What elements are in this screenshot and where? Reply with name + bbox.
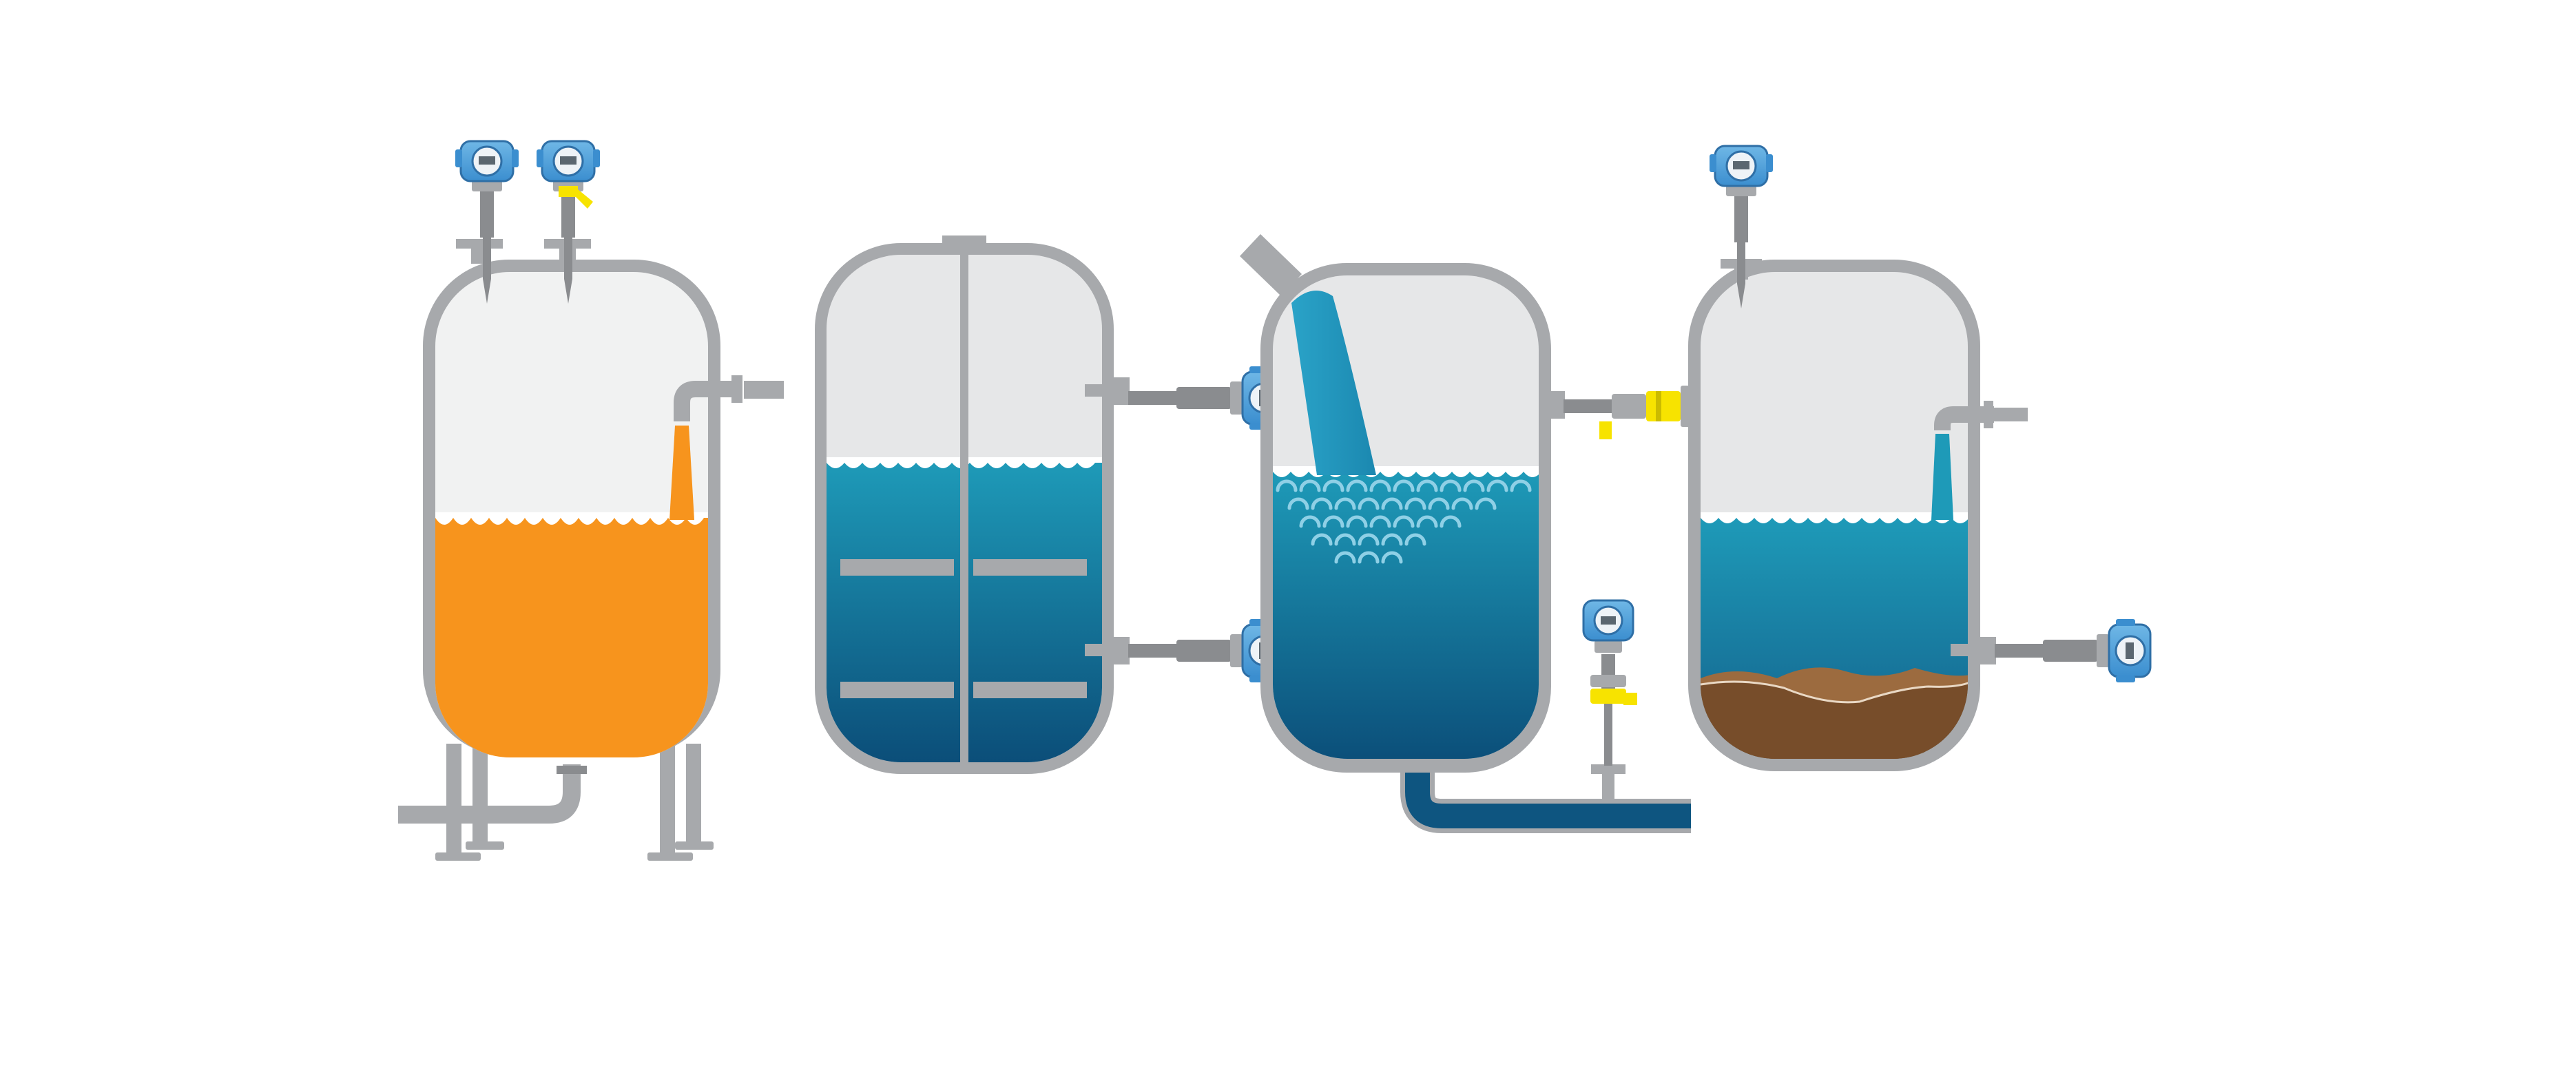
level-transmitter-icon	[1993, 618, 2152, 684]
foam-bubble	[1358, 497, 1380, 510]
foam-bubble	[1334, 551, 1356, 564]
foam-bubble	[1276, 479, 1298, 492]
foam-bubble	[1358, 533, 1380, 546]
foam-bubble	[1475, 497, 1497, 510]
foam-bubble	[1381, 497, 1403, 510]
foam-bubble	[1322, 515, 1344, 528]
foam-bubble	[1346, 515, 1368, 528]
tank-1-orange-vessel	[398, 140, 784, 861]
foam-bubble	[1287, 497, 1309, 510]
foam-bubble	[1404, 497, 1426, 510]
foam-bubble	[1510, 479, 1532, 492]
foam-bubble	[1440, 479, 1462, 492]
tank-3-inflow-stream	[1291, 291, 1376, 475]
tank-1-legs	[435, 744, 714, 861]
foam-bubble	[1440, 515, 1462, 528]
foam-bubble	[1393, 515, 1415, 528]
foam-bubble	[1299, 479, 1321, 492]
tank-3-side-nozzle-upper	[1544, 391, 1565, 419]
tank-2-agitator-paddle	[973, 682, 1087, 698]
foam-bubble	[1428, 497, 1450, 510]
tank-2-agitated-vessel	[815, 235, 1285, 774]
tank-1-bottom-outlet-pipe	[398, 764, 587, 824]
tank-2-agitator-paddle	[973, 559, 1087, 576]
level-transmitter-icon	[454, 140, 520, 304]
foam-bubble	[1322, 479, 1344, 492]
foam-bubble	[1334, 497, 1356, 510]
foam-bubble	[1463, 479, 1485, 492]
foam-bubble	[1404, 533, 1426, 546]
foam-bubble	[1311, 497, 1333, 510]
foam-bubble	[1486, 479, 1508, 492]
tank-2-side-nozzle-upper	[1085, 377, 1130, 405]
tank-4-side-nozzle-lower	[1951, 637, 1996, 664]
tank-3-inflow-vessel	[1240, 234, 1732, 833]
tank-3-inflow-chute	[1240, 234, 1302, 296]
level-transmitter-icon	[1708, 145, 1774, 308]
tank-4-sediment-vessel	[1688, 145, 2152, 771]
level-transmitter-icon	[535, 140, 601, 304]
foam-bubble	[1369, 515, 1391, 528]
tank-3-bottom-outlet-pipe	[1400, 751, 1691, 833]
foam-bubble	[1358, 551, 1380, 564]
tank-2-side-nozzle-lower	[1085, 637, 1130, 664]
tank-2-agitator-paddle	[840, 682, 954, 698]
tank-3-foam-bubbles	[1276, 479, 1532, 564]
foam-bubble	[1311, 533, 1333, 546]
foam-bubble	[1416, 479, 1438, 492]
tank-3-pipe-nozzle	[1591, 764, 1625, 802]
foam-bubble	[1369, 479, 1391, 492]
foam-bubble	[1393, 479, 1415, 492]
foam-bubble	[1451, 497, 1473, 510]
foam-bubble	[1346, 479, 1368, 492]
tank-2-agitator-paddle	[840, 559, 954, 576]
tank-2-agitator-shaft	[960, 255, 968, 762]
foam-bubble	[1334, 533, 1356, 546]
tank-1-liquid	[435, 518, 708, 757]
foam-bubble	[1381, 551, 1403, 564]
tank-4-side-inlet-pipe	[1934, 401, 2028, 430]
tank-1-side-inlet-pipe	[674, 375, 784, 421]
level-transmitter-icon	[1582, 599, 1637, 766]
foam-bubble	[1299, 515, 1321, 528]
foam-bubble	[1416, 515, 1438, 528]
foam-bubble	[1381, 533, 1403, 546]
